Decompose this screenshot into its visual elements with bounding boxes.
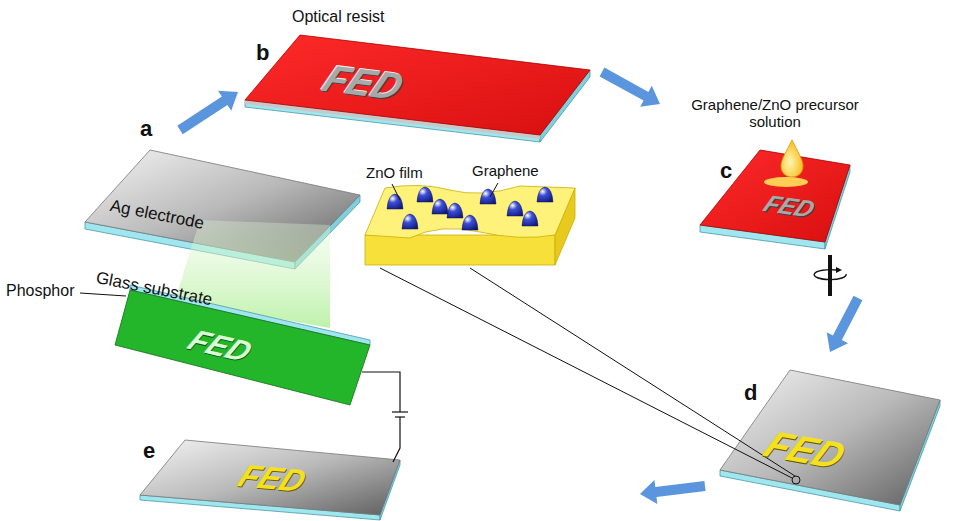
part-label: Graphene/ZnO precursor solution	[690, 96, 860, 131]
plate-c	[700, 140, 850, 249]
step-letter: a	[140, 116, 152, 141]
graphene-flake	[417, 187, 433, 202]
flow-arrow	[177, 91, 238, 135]
step-letter: e	[143, 438, 155, 463]
step-letter: b	[256, 40, 269, 65]
graphene-flake	[522, 211, 538, 226]
part-label: Graphene	[472, 162, 539, 179]
bias-circuit	[362, 372, 408, 462]
graphene-flake	[537, 187, 553, 202]
flow-arrow	[827, 296, 863, 352]
zoom-inset	[365, 183, 795, 478]
part-label: ZnO film	[366, 164, 423, 181]
flow-arrow	[600, 68, 660, 107]
graphene-flake	[432, 199, 448, 214]
step-letter: d	[744, 380, 757, 405]
graphene-flake	[462, 215, 478, 230]
plate-e	[140, 440, 400, 520]
plate-b	[245, 35, 590, 142]
spin-symbol	[814, 255, 846, 296]
graphene-flake	[447, 203, 463, 218]
step-letter: c	[720, 158, 732, 183]
part-label: Phosphor	[6, 282, 75, 300]
phosphor-panel	[80, 220, 370, 405]
graphene-flake	[402, 214, 418, 229]
plate-d	[720, 370, 940, 511]
graphene-flake	[507, 201, 523, 216]
graphene-flake	[387, 194, 403, 209]
part-label: Optical resist	[292, 8, 384, 26]
flow-arrow	[640, 480, 706, 504]
